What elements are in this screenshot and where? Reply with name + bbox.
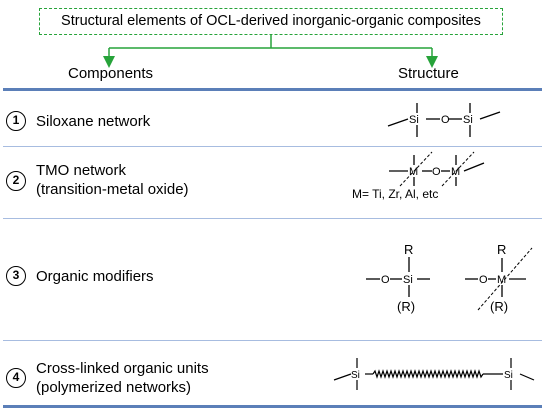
r-group-optional: (R) (490, 299, 508, 314)
column-header-components: Components (68, 65, 154, 82)
header-rule (3, 88, 542, 91)
label-line: (transition-metal oxide) (36, 181, 189, 198)
r-group: R (497, 242, 506, 257)
row-number-4: 4 (6, 368, 26, 388)
m-atom: M (409, 166, 418, 178)
si-atom: Si (409, 114, 419, 126)
o-atom: O (479, 274, 488, 286)
label-line: Cross-linked organic units (36, 360, 209, 377)
row-label-organic-modifiers: Organic modifiers (36, 267, 154, 286)
o-atom: O (441, 114, 450, 126)
si-atom: Si (463, 114, 473, 126)
label-line: Siloxane network (36, 113, 151, 130)
m-atom: M (497, 274, 506, 286)
row-divider (3, 218, 542, 219)
si-atom: Si (351, 370, 360, 381)
siloxane-structure: Si O Si (387, 103, 501, 137)
o-atom: O (432, 166, 441, 178)
footer-rule (3, 405, 542, 408)
label-line: (polymerized networks) (36, 379, 192, 396)
label-line: Organic modifiers (36, 268, 154, 285)
label-line: TMO network (36, 162, 127, 179)
row-divider (3, 146, 542, 147)
column-header-structure: Structure (398, 65, 459, 82)
row-number-2: 2 (6, 171, 26, 191)
row-label-cross-linked: Cross-linked organic units (polymerized … (36, 359, 209, 397)
r-group: R (404, 242, 413, 257)
diagram-title: Structural elements of OCL-derived inorg… (39, 8, 503, 35)
title-arrows (103, 35, 438, 68)
row-label-tmo: TMO network (transition-metal oxide) (36, 161, 189, 199)
row-divider (3, 340, 542, 341)
organic-modifier-structure: R O Si (R) R O M (R) (366, 242, 533, 314)
cross-linked-structure: Si Si (333, 358, 535, 390)
si-atom: Si (504, 370, 513, 381)
m-atom: M (451, 166, 460, 178)
si-atom: Si (403, 274, 413, 286)
o-atom: O (381, 274, 390, 286)
row-label-siloxane: Siloxane network (36, 112, 150, 131)
row-number-1: 1 (6, 111, 26, 131)
tmo-structure: M O M (389, 151, 485, 187)
metal-note: M= Ti, Zr, Al, etc (352, 187, 439, 201)
row-number-3: 3 (6, 266, 26, 286)
r-group-optional: (R) (397, 299, 415, 314)
